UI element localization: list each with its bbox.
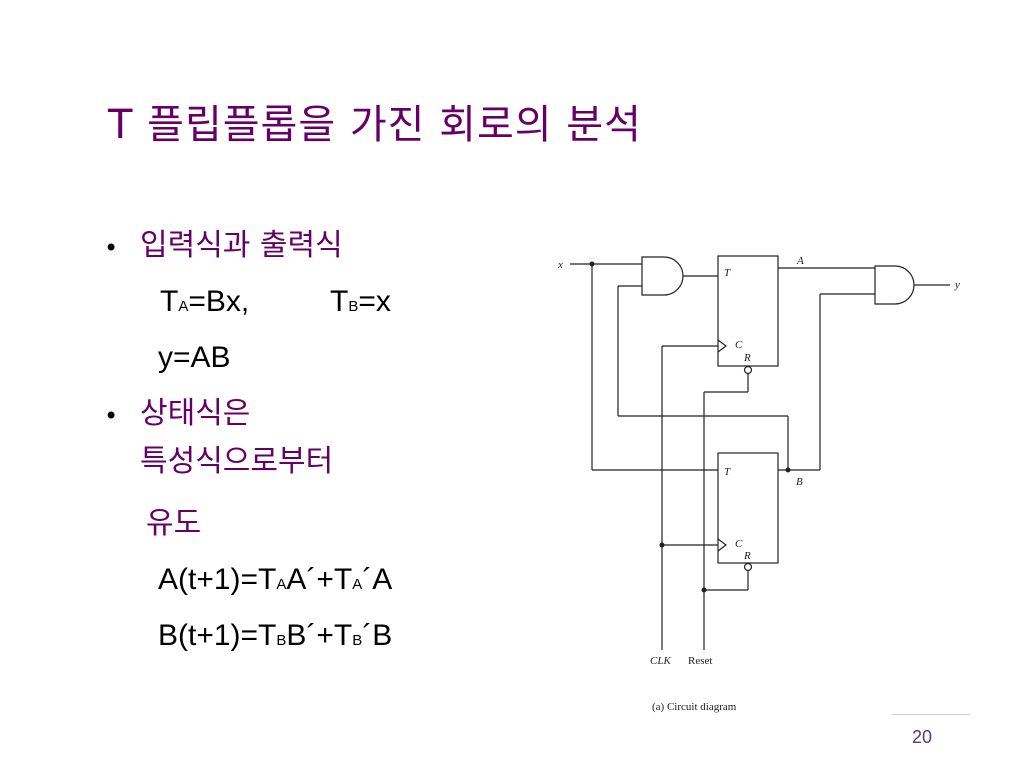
ffb-reset-bubble <box>743 562 753 572</box>
label-clk: CLK <box>650 655 671 667</box>
ffa-reset-bubble <box>743 365 753 375</box>
ffa-label-t: T <box>724 267 731 279</box>
ffb-label-c: C <box>735 538 743 550</box>
eq-b-end: ´B <box>362 619 393 652</box>
eq-ta-sub: A <box>178 298 189 315</box>
ffa-label-c: C <box>735 339 743 351</box>
bullet-2: 상태식은 <box>140 396 251 431</box>
and-gate-1 <box>641 256 684 296</box>
junction-b <box>785 467 791 473</box>
label-x: x <box>557 259 563 271</box>
eq-tb-t: T <box>330 285 349 318</box>
eq-a-end: ´A <box>362 563 393 596</box>
eq-ta-t: T <box>160 285 179 318</box>
bullet-2-line-3: 유도 <box>146 506 202 541</box>
eq-a-next: A(t+1)=TAA´+TA´A <box>158 562 392 603</box>
junction-reset <box>701 587 707 593</box>
eq-b-pre: B(t+1)=T <box>158 619 277 652</box>
ffa-clock-triangle <box>717 339 727 353</box>
label-reset: Reset <box>688 655 712 667</box>
eq-b-next: B(t+1)=TBB´+TB´B <box>158 618 392 659</box>
bullet-dot-2: • <box>104 402 119 430</box>
ffa-label-r: R <box>743 352 751 364</box>
bullet-1: 입력식과 출력식 <box>140 228 343 263</box>
diagram-caption: (a) Circuit diagram <box>652 701 737 713</box>
eq-ta-rest: =Bx, <box>188 285 250 318</box>
label-b: B <box>796 476 803 488</box>
eq-tb-rest: =x <box>358 285 391 318</box>
label-a: A <box>796 255 804 267</box>
ffb-label-t: T <box>724 466 731 478</box>
eq-tb: TB=x <box>330 284 391 325</box>
slide-title: T 플립플롭을 가진 회로의 분석 <box>108 102 642 148</box>
eq-tb-sub: B <box>348 298 359 315</box>
and-gate-2 <box>874 265 915 305</box>
eq-b-sub2: B <box>352 632 363 649</box>
eq-y: y=AB <box>158 341 231 374</box>
junction-x <box>589 261 595 267</box>
junction-clk <box>659 542 665 548</box>
eq-b-sub1: B <box>276 632 287 649</box>
eq-a-pre: A(t+1)=T <box>158 563 277 596</box>
eq-ta: TA=Bx, <box>160 284 249 325</box>
eq-a-sub1: A <box>276 576 287 593</box>
page-number: 20 <box>912 727 933 747</box>
eq-a-sub2: A <box>352 576 363 593</box>
eq-b-mid: B´+T <box>286 619 353 652</box>
eq-a-mid: A´+T <box>286 563 353 596</box>
bullet-dot-1: • <box>104 234 119 262</box>
page-number-rule <box>892 714 970 715</box>
label-y: y <box>954 279 960 291</box>
ffb-clock-triangle <box>717 538 727 552</box>
ffb-label-r: R <box>743 550 751 562</box>
bullet-2-line-2: 특성식으로부터 <box>140 444 334 479</box>
